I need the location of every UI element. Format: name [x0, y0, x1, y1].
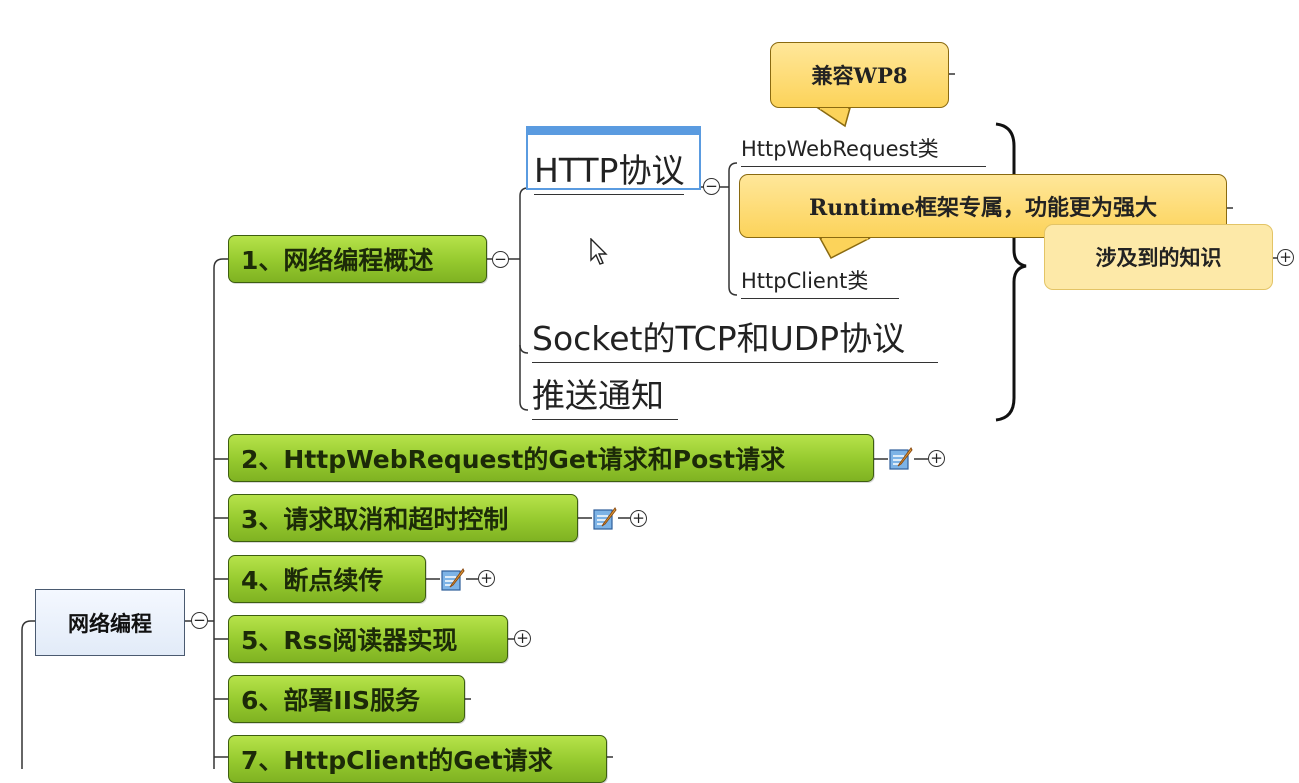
subtopic-httpwebrequest-label: HttpWebRequest类 — [741, 137, 939, 161]
note-icon[interactable] — [888, 447, 914, 471]
expand-topic-4-button[interactable]: + — [478, 570, 495, 587]
expand-topic-3-button[interactable]: + — [630, 510, 647, 527]
plus-icon: + — [1279, 248, 1292, 266]
topic-1[interactable]: 1、网络编程概述 — [228, 235, 487, 283]
plus-icon: + — [930, 449, 943, 467]
central-topic-label: 网络编程 — [68, 610, 152, 636]
selection-frame — [526, 126, 701, 190]
topic-2-label: 2、HttpWebRequest的Get请求和Post请求 — [241, 445, 786, 474]
minus-icon: − — [494, 250, 507, 268]
topic-3-label: 3、请求取消和超时控制 — [241, 505, 509, 534]
mouse-cursor-icon — [590, 238, 608, 265]
topic-1-label: 1、网络编程概述 — [241, 246, 434, 275]
central-topic[interactable]: 网络编程 — [35, 589, 185, 656]
topic-6-label: 6、部署IIS服务 — [241, 686, 421, 715]
topic-5[interactable]: 5、Rss阅读器实现 — [228, 615, 508, 663]
subtopic-push-label: 推送通知 — [532, 376, 664, 415]
subtopic-socket[interactable]: Socket的TCP和UDP协议 — [532, 312, 938, 363]
collapse-central-button[interactable]: − — [191, 612, 208, 629]
plus-icon: + — [516, 629, 529, 647]
topic-7[interactable]: 7、HttpClient的Get请求 — [228, 735, 607, 783]
minus-icon: − — [705, 177, 718, 195]
subtopic-http-label: HTTP协议 — [534, 151, 685, 190]
collapse-topic-1-button[interactable]: − — [492, 251, 509, 268]
subtopic-httpclient-label: HttpClient类 — [741, 269, 869, 293]
topic-3[interactable]: 3、请求取消和超时控制 — [228, 494, 578, 542]
topic-5-label: 5、Rss阅读器实现 — [241, 626, 458, 655]
topic-7-label: 7、HttpClient的Get请求 — [241, 746, 553, 775]
summary-topic-label: 涉及到的知识 — [1095, 245, 1222, 270]
subtopic-push[interactable]: 推送通知 — [532, 369, 678, 420]
topic-2[interactable]: 2、HttpWebRequest的Get请求和Post请求 — [228, 434, 874, 482]
selection-handle-bar[interactable] — [526, 126, 701, 135]
expand-summary-button[interactable]: + — [1277, 249, 1294, 266]
callout-runtime-label: Runtime框架专属，功能更为强大 — [808, 195, 1158, 221]
callout-wp8[interactable]: 兼容WP8 — [770, 42, 949, 108]
subtopic-httpclient[interactable]: HttpClient类 — [741, 265, 899, 299]
subtopic-httpwebrequest[interactable]: HttpWebRequest类 — [741, 133, 986, 167]
subtopic-http[interactable]: HTTP协议 — [534, 144, 685, 195]
collapse-http-button[interactable]: − — [703, 178, 720, 195]
subtopic-socket-label: Socket的TCP和UDP协议 — [532, 319, 906, 358]
topic-6[interactable]: 6、部署IIS服务 — [228, 675, 465, 723]
topic-4-label: 4、断点续传 — [241, 566, 384, 595]
plus-icon: + — [480, 569, 493, 587]
topic-4[interactable]: 4、断点续传 — [228, 555, 426, 603]
plus-icon: + — [632, 509, 645, 527]
expand-topic-2-button[interactable]: + — [928, 450, 945, 467]
callout-wp8-label: 兼容WP8 — [811, 63, 908, 88]
note-icon[interactable] — [592, 507, 618, 531]
summary-topic[interactable]: 涉及到的知识 — [1044, 224, 1273, 290]
minus-icon: − — [193, 611, 206, 629]
note-icon[interactable] — [440, 568, 466, 592]
expand-topic-5-button[interactable]: + — [514, 630, 531, 647]
